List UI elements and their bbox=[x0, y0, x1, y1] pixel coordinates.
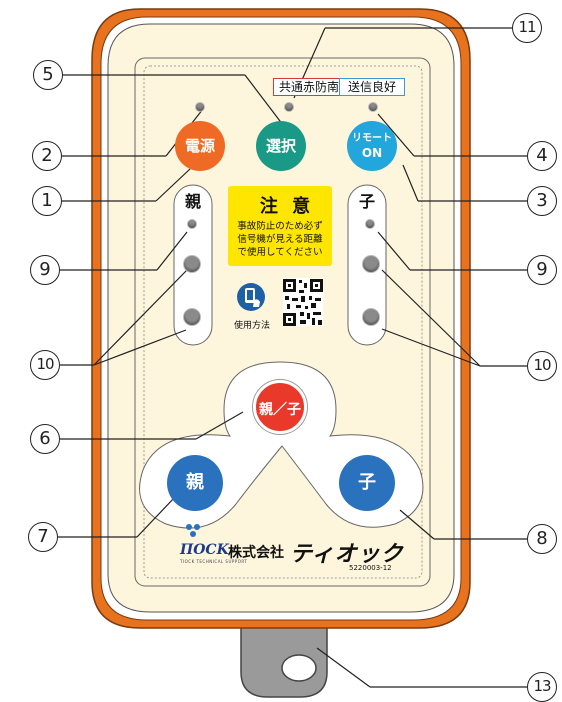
callout-11: 11 bbox=[512, 13, 542, 43]
callout-10-left: 10 bbox=[30, 350, 60, 380]
child-led-small bbox=[366, 220, 374, 228]
on-label: ON bbox=[361, 146, 383, 160]
signal-good-led bbox=[369, 103, 377, 111]
logo-subtext: TIOCK TECHNICAL SUPPORT bbox=[180, 559, 248, 564]
child-led-2 bbox=[363, 309, 379, 325]
power-led bbox=[196, 103, 204, 111]
callout-13: 13 bbox=[527, 672, 557, 702]
callout-2: 2 bbox=[32, 141, 62, 171]
warning-label: 注 意 事故防止のため必ず 信号機が見える距離 で使用してください bbox=[228, 186, 332, 266]
callout-8: 8 bbox=[527, 524, 557, 554]
callout-7: 7 bbox=[28, 522, 58, 552]
logo: ΠOCK bbox=[180, 542, 229, 558]
parent-led-2 bbox=[184, 309, 200, 325]
callout-9-left: 9 bbox=[30, 255, 60, 285]
signal-good-label: 送信良好 bbox=[339, 78, 405, 96]
common-infrared-led bbox=[285, 103, 293, 111]
select-button[interactable]: 選択 bbox=[256, 121, 306, 171]
child-button[interactable]: 子 bbox=[339, 455, 395, 511]
remote-on-button[interactable]: リモート ON bbox=[347, 121, 397, 171]
parent-column-title: 親 bbox=[184, 192, 201, 211]
power-button[interactable]: 電源 bbox=[175, 121, 225, 171]
callout-5: 5 bbox=[33, 60, 63, 90]
model-number: 5220003-12 bbox=[349, 564, 392, 572]
callout-1: 1 bbox=[32, 186, 62, 216]
parent-button[interactable]: 親 bbox=[167, 455, 223, 511]
callout-10-right: 10 bbox=[527, 351, 557, 381]
callout-9-right: 9 bbox=[527, 255, 557, 285]
warning-text: 事故防止のため必ず 信号機が見える距離 で使用してください bbox=[232, 220, 328, 259]
child-column-title: 子 bbox=[358, 192, 375, 211]
remote-label: リモート bbox=[352, 133, 392, 144]
common-infrared-label: 共通赤防南 bbox=[273, 78, 345, 96]
callout-4: 4 bbox=[527, 141, 557, 171]
logo-dots bbox=[186, 524, 200, 537]
hanging-tab bbox=[240, 617, 328, 698]
parent-led-1 bbox=[184, 256, 200, 272]
company-prefix: 株式会社 bbox=[228, 545, 284, 561]
qr-code bbox=[283, 278, 323, 326]
warning-title: 注 意 bbox=[259, 196, 315, 217]
child-led-1 bbox=[363, 256, 379, 272]
warning-line-3: で使用してください bbox=[237, 247, 323, 258]
phone-icon bbox=[237, 283, 265, 311]
warning-line-1: 事故防止のため必ず bbox=[237, 221, 323, 232]
parent-child-button[interactable]: 親／子 bbox=[253, 380, 307, 434]
brand-name: ティオック bbox=[290, 542, 404, 567]
warning-line-2: 信号機が見える距離 bbox=[237, 234, 323, 245]
callout-6: 6 bbox=[30, 424, 60, 454]
usage-label: 使用方法 bbox=[233, 321, 270, 331]
callout-3: 3 bbox=[527, 186, 557, 216]
parent-led-small bbox=[188, 220, 196, 228]
